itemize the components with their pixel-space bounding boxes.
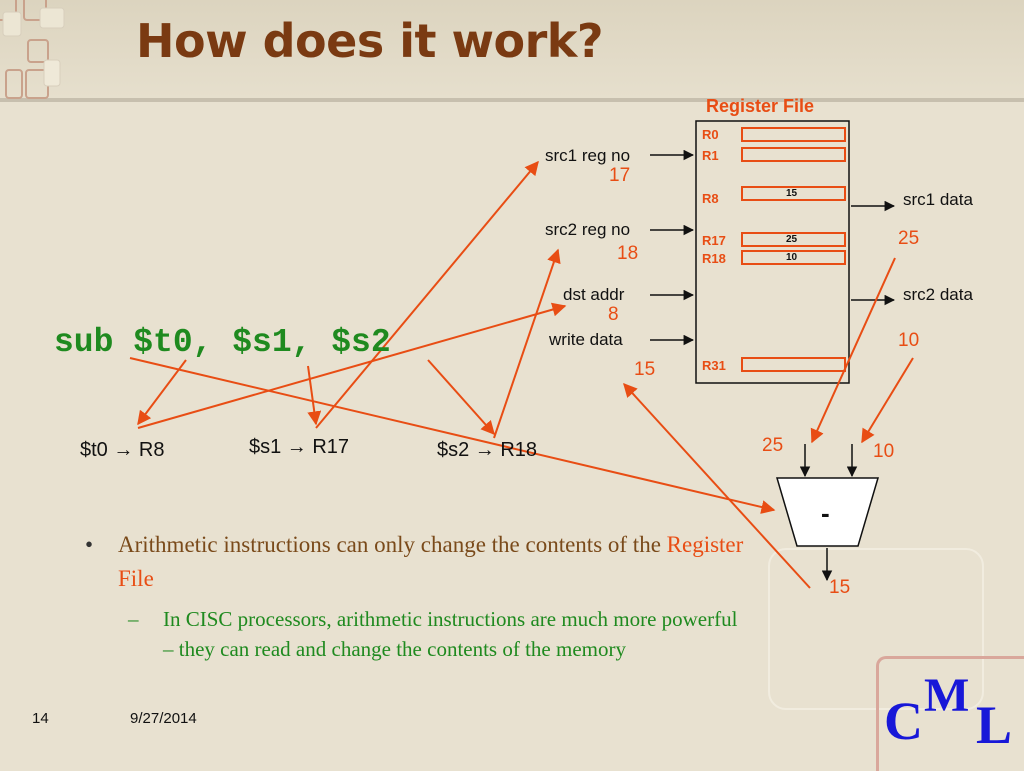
register-cell-r8 <box>741 186 846 201</box>
src2-data-label: src2 data <box>903 285 973 304</box>
alu-input1-value: 25 <box>762 435 784 456</box>
dst-addr-value: 8 <box>608 304 619 325</box>
bullet-item: • Arithmetic instructions can only chang… <box>85 528 745 596</box>
title-banner <box>0 0 1024 98</box>
bullet-text: Arithmetic instructions can only change … <box>118 532 667 557</box>
register-label-r1: R1 <box>702 148 719 163</box>
alu-shape <box>775 477 880 547</box>
src1-reg-no-value: 17 <box>609 165 631 186</box>
arrow-r18-to-src2 <box>493 248 561 439</box>
sub-bullet-dash-icon: – <box>128 607 139 631</box>
src2-reg-no-label: src2 reg no <box>545 220 631 239</box>
arrow-r8-to-dst <box>137 302 567 429</box>
slide-number: 14 <box>32 710 49 727</box>
instruction-code: sub $t0, $s1, $s2 <box>54 324 391 361</box>
src1-data-label: src1 data <box>903 190 973 209</box>
arrow-op-to-alu <box>129 357 776 514</box>
alu-output-value: 15 <box>829 577 851 598</box>
slide-date: 9/27/2014 <box>130 710 197 727</box>
register-value-r8: 15 <box>786 188 798 199</box>
alu-input2-value: 10 <box>873 441 895 462</box>
arrow-result-to-write <box>623 382 811 589</box>
register-cell-r0 <box>741 127 846 142</box>
decorative-squares-icon <box>0 0 65 99</box>
arrow-t0-to-mapping <box>137 359 187 426</box>
src2-reg-no-value: 18 <box>617 243 639 264</box>
mapping-s2: $s2 → R18 <box>437 439 538 461</box>
arrow-s1-to-mapping <box>307 365 322 426</box>
logo-letter-c: C <box>884 691 923 751</box>
src1-data-value: 25 <box>898 228 920 249</box>
dst-addr-label: dst addr <box>563 285 625 304</box>
bullet-dot-icon: • <box>85 532 94 557</box>
write-data-value: 15 <box>634 359 656 380</box>
alu-operation: - <box>821 498 830 528</box>
register-label-r31: R31 <box>702 358 726 373</box>
register-cell-r31 <box>741 357 846 372</box>
banner-divider <box>0 98 1024 102</box>
mapping-t0: $t0 → R8 <box>80 439 165 461</box>
register-cell-r18 <box>741 250 846 265</box>
register-label-r18: R18 <box>702 251 726 266</box>
register-file-title: Register File <box>706 96 815 116</box>
bullet-list: • Arithmetic instructions can only chang… <box>85 528 745 664</box>
slide-title: How does it work? <box>136 14 604 68</box>
register-cell-r1 <box>741 147 846 162</box>
sub-bullet-text: In CISC processors, arithmetic instructi… <box>163 607 738 661</box>
mapping-s1: $s1 → R17 <box>249 436 350 458</box>
register-label-r8: R8 <box>702 191 719 206</box>
register-cell-r17 <box>741 232 846 247</box>
register-value-r18: 10 <box>786 252 798 263</box>
arrow-src1-data-to-alu <box>810 257 896 444</box>
sub-bullet-item: – In CISC processors, arithmetic instruc… <box>120 604 745 664</box>
logo-frame <box>876 656 1024 771</box>
logo-letter-m: M <box>924 669 970 722</box>
register-label-r17: R17 <box>702 233 726 248</box>
write-data-label: write data <box>549 330 623 349</box>
arrow-r17-to-src1 <box>315 160 539 429</box>
register-file-box <box>695 120 850 384</box>
arrow-s2-to-mapping <box>427 359 495 436</box>
src1-reg-no-label: src1 reg no <box>545 146 631 165</box>
logo-letter-l: L <box>976 695 1013 755</box>
src2-data-value: 10 <box>898 330 920 351</box>
register-value-r17: 25 <box>786 234 798 245</box>
arrow-src2-data-to-alu <box>861 357 914 444</box>
register-label-r0: R0 <box>702 127 719 142</box>
bullet-highlight: Register File <box>118 532 744 591</box>
